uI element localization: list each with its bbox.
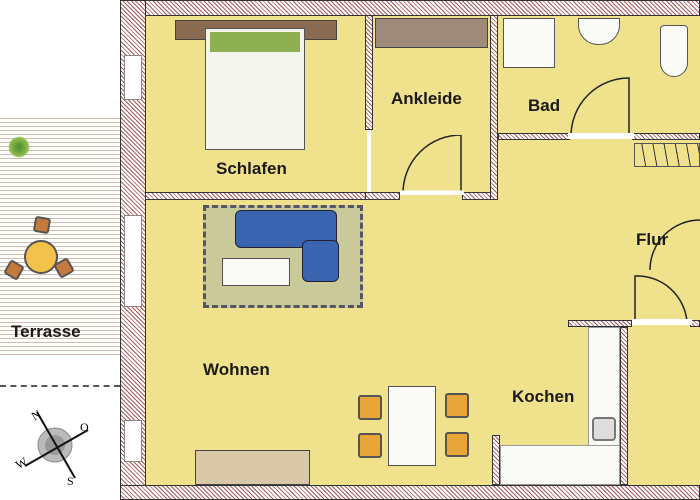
dining-chair [445, 393, 469, 418]
terrace-table [24, 240, 58, 274]
terrace-dashed-line [0, 385, 120, 387]
window [124, 420, 142, 462]
coffee-table [222, 258, 290, 286]
room-label-flur: Flur [636, 230, 669, 249]
kitchen-sink [592, 417, 616, 441]
dining-table [388, 386, 436, 466]
dining-chair [358, 395, 382, 420]
wall-bedroom-living [145, 192, 373, 200]
door-entrance[interactable] [645, 215, 700, 305]
shoe-rack [634, 143, 700, 167]
sofa [302, 240, 339, 282]
wall-bath-bottom [498, 133, 570, 140]
wall-kitchen-stub [492, 435, 500, 485]
wall-top [120, 0, 700, 16]
wardrobe [375, 18, 488, 48]
room-label-ankleide: Ankleide [391, 89, 462, 108]
plant-icon [8, 136, 30, 158]
wall-bottom [120, 485, 700, 500]
sideboard [195, 450, 310, 485]
wall-hall-kitchen [568, 320, 632, 327]
wall-kitchen-right [620, 327, 628, 485]
window [124, 55, 142, 100]
compass-rose-icon [24, 411, 89, 479]
kitchen-counter [500, 445, 620, 485]
pillows [210, 32, 300, 52]
room-label-kochen: Kochen [512, 387, 575, 406]
door-bath[interactable] [568, 76, 634, 140]
door-hall[interactable] [632, 270, 692, 325]
shower-tray [503, 18, 555, 68]
wall-dressing-bath [490, 15, 498, 200]
window [124, 215, 142, 307]
toilet [660, 25, 688, 77]
room-label-terrasse: Terrasse [11, 322, 81, 341]
compass-east: O [80, 420, 89, 434]
compass-south: S [67, 474, 74, 488]
room-label-schlafen: Schlafen [216, 159, 287, 178]
opening-bedroom-dressing [367, 130, 371, 192]
wall-dressing-bottom [365, 192, 400, 200]
wall-bath-bottom [632, 133, 700, 140]
wall-bedroom-dressing [365, 15, 373, 130]
door-dressing[interactable] [400, 135, 464, 195]
room-label-wohnen: Wohnen [203, 360, 270, 379]
terrace-chair [32, 215, 52, 235]
dining-chair [445, 432, 469, 457]
room-label-bad: Bad [528, 96, 561, 115]
dining-chair [358, 433, 382, 458]
